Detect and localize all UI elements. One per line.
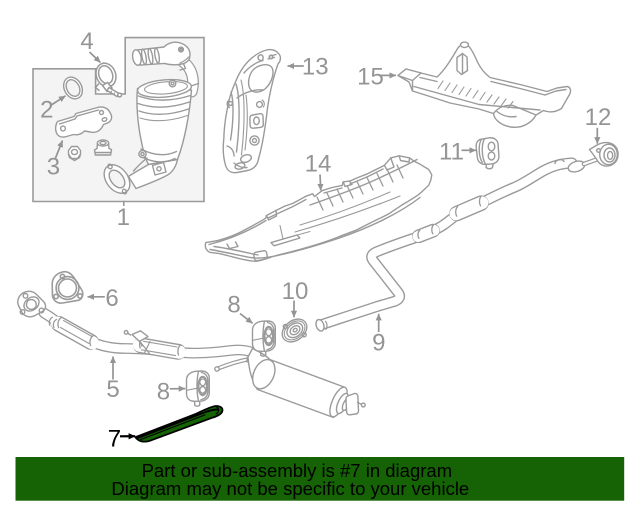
svg-text:12: 12 xyxy=(585,104,612,131)
svg-text:Diagram may not be specific to: Diagram may not be specific to your vehi… xyxy=(111,478,469,499)
svg-text:15: 15 xyxy=(357,63,384,90)
svg-text:13: 13 xyxy=(302,54,329,81)
svg-text:9: 9 xyxy=(372,330,385,357)
svg-text:3: 3 xyxy=(47,153,60,180)
svg-text:11: 11 xyxy=(439,138,464,165)
svg-text:5: 5 xyxy=(106,376,119,403)
svg-text:1: 1 xyxy=(117,204,130,231)
svg-text:14: 14 xyxy=(305,151,332,178)
svg-text:2: 2 xyxy=(40,97,53,124)
svg-text:10: 10 xyxy=(282,278,309,305)
svg-text:6: 6 xyxy=(105,285,118,312)
svg-text:Part or sub-assembly is #7 in: Part or sub-assembly is #7 in diagram xyxy=(142,460,453,481)
svg-text:8: 8 xyxy=(227,292,240,319)
svg-text:8: 8 xyxy=(157,379,170,406)
svg-text:4: 4 xyxy=(80,28,93,55)
svg-text:7: 7 xyxy=(108,425,121,452)
